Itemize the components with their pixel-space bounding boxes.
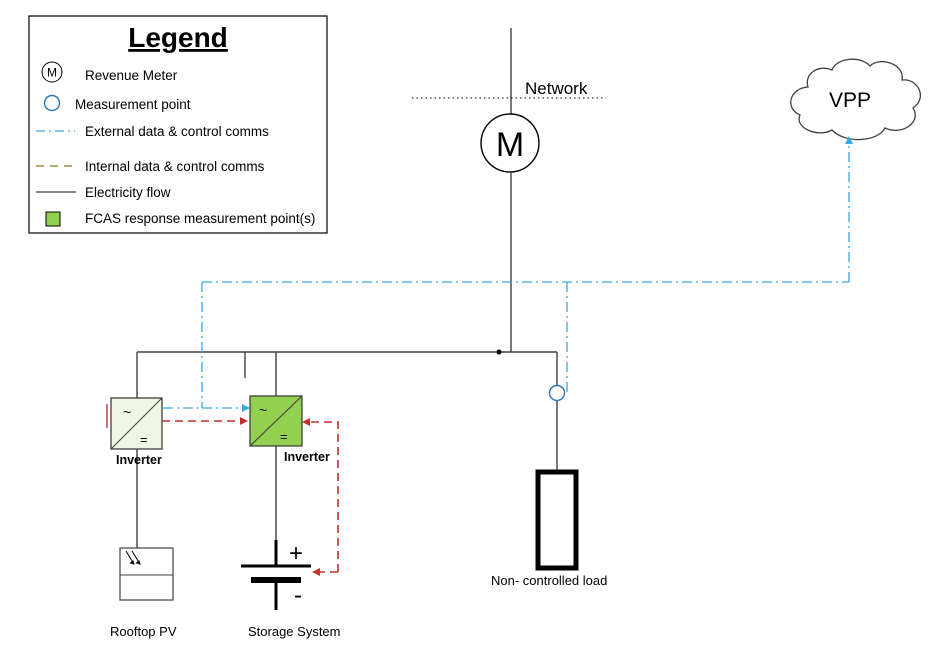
battery-plus-sign: + xyxy=(289,540,303,567)
battery-to-inverter-link xyxy=(302,418,339,572)
pv-label: Rooftop PV xyxy=(110,624,177,639)
network-label: Network xyxy=(525,79,588,98)
legend: Legend M Revenue Meter Measurement point… xyxy=(28,15,328,234)
sunlight-arrows-icon xyxy=(125,550,141,565)
storage-label: Storage System xyxy=(248,624,341,639)
legend-item-fcas-point: FCAS response measurement point(s) xyxy=(45,211,315,227)
non-controlled-load: Non- controlled load xyxy=(491,469,607,588)
vpp-cloud: VPP xyxy=(790,58,921,141)
legend-item-electricity-flow: Electricity flow xyxy=(36,185,171,200)
bus-junction-dot xyxy=(496,349,502,355)
legend-item-internal-comms: Internal data & control comms xyxy=(36,159,265,174)
legend-label: Measurement point xyxy=(75,97,191,112)
legend-label: External data & control comms xyxy=(85,124,269,139)
ac-symbol: ~ xyxy=(259,402,267,418)
fcas-point-icon xyxy=(45,211,61,227)
revenue-meter-icon: M xyxy=(41,61,63,83)
electricity-bus xyxy=(136,349,558,548)
inverter-diagonal xyxy=(249,395,303,447)
legend-label: Electricity flow xyxy=(85,185,171,200)
ac-symbol: ~ xyxy=(123,404,131,420)
legend-item-measurement-point: Measurement point xyxy=(43,94,191,112)
network-connection: Network M xyxy=(412,28,606,352)
pv-inverter-label: Inverter xyxy=(116,453,162,467)
legend-label: Internal data & control comms xyxy=(85,159,265,174)
meter-symbol: M xyxy=(496,126,524,164)
svg-text:M: M xyxy=(47,66,57,80)
external-comms xyxy=(163,136,853,412)
load-label: Non- controlled load xyxy=(491,573,607,588)
revenue-meter: M xyxy=(480,113,540,173)
revenue-meter-icon xyxy=(480,113,540,173)
vpp-label: VPP xyxy=(829,89,871,112)
battery-minus-sign: - xyxy=(294,582,302,609)
cloud-icon xyxy=(790,58,921,141)
legend-title: Legend xyxy=(128,22,228,53)
internal-comms xyxy=(162,417,339,576)
legend-label: Revenue Meter xyxy=(85,68,178,83)
storage-battery: + - Storage System xyxy=(241,540,341,639)
load-box xyxy=(535,469,579,571)
storage-inverter: ~ = Inverter xyxy=(249,395,330,464)
storage-inverter-label: Inverter xyxy=(284,450,330,464)
legend-label: FCAS response measurement point(s) xyxy=(85,211,315,226)
dc-symbol: = xyxy=(140,432,148,447)
pv-panel-box xyxy=(119,547,174,601)
rooftop-pv: Rooftop PV xyxy=(110,547,177,639)
legend-box xyxy=(28,15,328,234)
legend-item-revenue-meter: M Revenue Meter xyxy=(41,61,178,83)
pv-inverter: ~ = Inverter xyxy=(106,397,163,467)
inverter-diagonal xyxy=(110,397,163,450)
legend-item-external-comms: External data & control comms xyxy=(36,124,269,139)
measurement-point-icon xyxy=(43,94,61,112)
load-measurement-point xyxy=(548,384,566,402)
dc-symbol: = xyxy=(280,429,288,444)
